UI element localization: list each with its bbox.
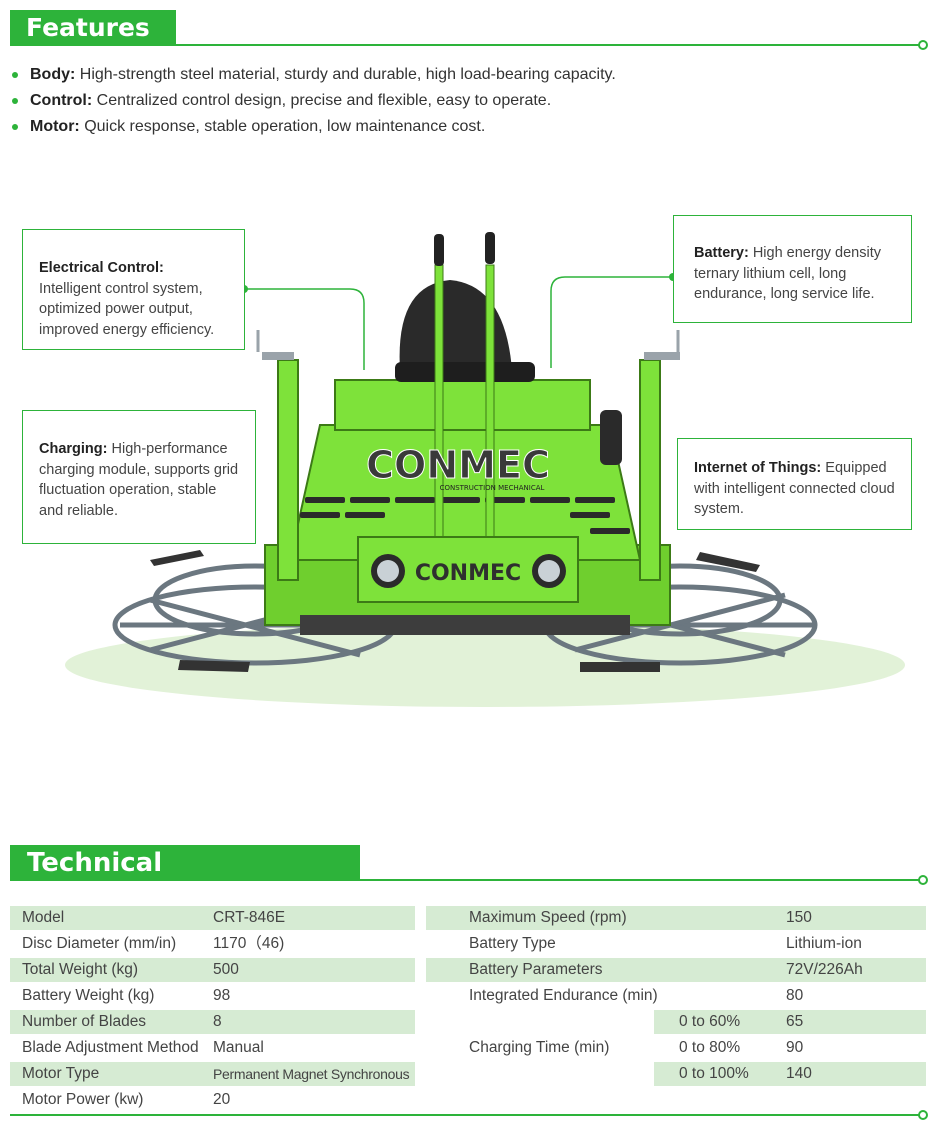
body-logo: CONMEC bbox=[366, 443, 550, 487]
features-divider bbox=[176, 44, 920, 46]
table-row: Battery Weight (kg)98 bbox=[22, 987, 231, 1004]
footer-divider bbox=[10, 1114, 920, 1116]
feature-item-body: Body: High-strength steel material, stur… bbox=[10, 62, 910, 88]
bullet-icon bbox=[12, 124, 18, 130]
body-vents bbox=[300, 497, 630, 534]
right-post bbox=[639, 359, 661, 581]
spec-divider-end-dot bbox=[918, 875, 928, 885]
feature-item-motor: Motor: Quick response, stable operation,… bbox=[10, 114, 910, 140]
left-post bbox=[277, 359, 299, 581]
features-title: Features bbox=[10, 10, 176, 46]
table-row: 0 to 80%90 bbox=[679, 1039, 804, 1056]
ground-shadow bbox=[65, 623, 905, 707]
bullet-icon bbox=[12, 72, 18, 78]
trowel-blades bbox=[150, 550, 760, 672]
spec-divider bbox=[360, 879, 920, 881]
features-header: Features bbox=[10, 10, 930, 50]
table-row: Motor Power (kw)20 bbox=[22, 1091, 231, 1108]
spec-title: Technical Specification bbox=[10, 845, 360, 914]
feature-item-control: Control: Centralized control design, pre… bbox=[10, 88, 910, 114]
front-logo: CONMEC bbox=[415, 561, 521, 586]
table-row: Total Weight (kg)500 bbox=[10, 958, 415, 982]
callout-charging: Charging: High-performance charging modu… bbox=[22, 410, 256, 544]
bullet-icon bbox=[12, 98, 18, 104]
table-row: Disc Diameter (mm/in)1170（46) bbox=[22, 935, 285, 952]
table-row: 0 to 100%140 bbox=[654, 1062, 926, 1086]
table-row: Integrated Endurance (min)80 bbox=[469, 987, 804, 1004]
callout-electrical-control: Electrical Control: Intelligent control … bbox=[22, 229, 245, 350]
callout-internet-of-things: Internet of Things: Equipped with intell… bbox=[677, 438, 912, 530]
features-list: Body: High-strength steel material, stur… bbox=[10, 62, 910, 140]
table-row: 0 to 60%65 bbox=[654, 1010, 926, 1034]
footer-divider-end-dot bbox=[918, 1110, 928, 1120]
charging-time-label: Charging Time (min) bbox=[469, 1039, 610, 1056]
table-row: Maximum Speed (rpm)150 bbox=[426, 906, 926, 930]
body-logo-subtitle: CONSTRUCTION MECHANICAL bbox=[440, 484, 545, 492]
spec-header: Technical Specification bbox=[10, 845, 930, 914]
features-divider-end-dot bbox=[918, 40, 928, 50]
battery-tank bbox=[600, 410, 622, 465]
operator-seat bbox=[399, 280, 512, 370]
callout-battery: Battery: High energy density ternary lit… bbox=[673, 215, 912, 323]
upper-body bbox=[334, 379, 591, 431]
